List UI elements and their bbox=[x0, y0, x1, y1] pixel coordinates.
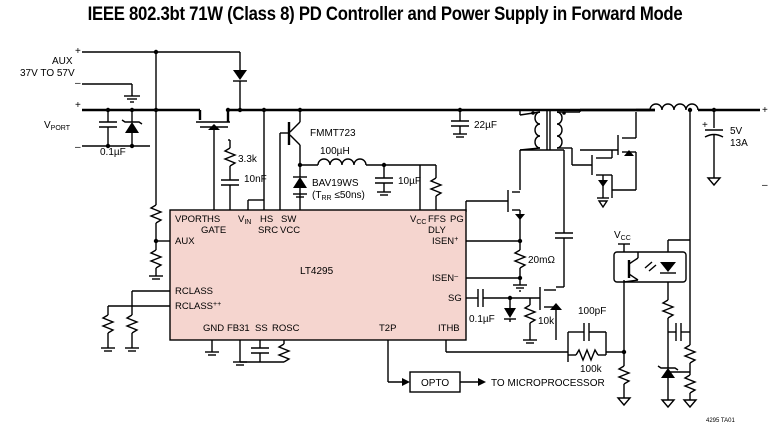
l-100uh-label: 100µH bbox=[320, 146, 350, 157]
aux-plus: + bbox=[75, 46, 81, 57]
primary-switch: 20mΩ bbox=[465, 149, 573, 292]
vport-plus: + bbox=[75, 100, 81, 111]
opto-led-icon bbox=[660, 262, 676, 272]
pin-hs-src-1: HS bbox=[260, 214, 273, 225]
pin-sw: SW bbox=[281, 214, 296, 225]
pin-rclass-pp: RCLASS++ bbox=[175, 301, 221, 312]
sync-rectifiers bbox=[571, 108, 655, 209]
shunt-ref-icon bbox=[661, 368, 675, 378]
aux-input: AUX 37V TO 57V + – bbox=[20, 46, 247, 110]
out-13a-label: 13A bbox=[730, 138, 748, 149]
output-stage: + + 5V 13A – bbox=[636, 103, 768, 300]
diagram-title: IEEE 802.3bt 71W (Class 8) PD Controller… bbox=[87, 4, 683, 25]
bav-label: BAV19WS bbox=[312, 178, 359, 189]
bottom-pin-network bbox=[205, 340, 447, 386]
aux-label: AUX bbox=[52, 56, 73, 67]
pin-aux: AUX bbox=[175, 236, 195, 247]
hotswap-mosfet bbox=[196, 107, 231, 210]
pin-t2p: T2P bbox=[379, 323, 396, 334]
pin-ffs: FFS bbox=[428, 214, 446, 225]
out-plus: + bbox=[762, 105, 768, 116]
out-minus: – bbox=[762, 180, 768, 191]
c-22uf: 22µF bbox=[451, 110, 497, 138]
pin-vport: VPORT bbox=[175, 214, 208, 225]
pin-ss: SS bbox=[255, 323, 268, 334]
fmmt-label: FMMT723 bbox=[310, 128, 356, 139]
c-10nf-label: 10nF bbox=[244, 174, 267, 185]
c-10uf-label: 10µF bbox=[398, 176, 421, 187]
c-22uf-label: 22µF bbox=[474, 120, 497, 131]
c-01uf-b-label: 0.1µF bbox=[469, 314, 495, 325]
pin-hs-src-2: SRC bbox=[258, 225, 278, 236]
pin-vin: VIN bbox=[238, 214, 251, 226]
pin-vcc: VCC bbox=[280, 225, 300, 236]
vport-minus: – bbox=[75, 142, 81, 153]
vport-label: VPORT bbox=[44, 120, 71, 132]
pin-ithb: ITHB bbox=[438, 323, 460, 334]
fmmt723-transistor: FMMT723 bbox=[279, 110, 356, 210]
r-100k-label: 100k bbox=[580, 364, 603, 375]
pin-hs-gate-2: GATE bbox=[201, 225, 226, 236]
pin-dly: DLY bbox=[428, 225, 446, 236]
rclass-resistors bbox=[101, 290, 170, 352]
figure-ref: 4295 TA01 bbox=[706, 418, 735, 424]
ithb-compensation: 100pF 100k bbox=[446, 280, 632, 407]
pin-hs-gate-1: HS bbox=[207, 214, 220, 225]
pin-rclass: RCLASS bbox=[175, 286, 213, 297]
r-20m-label: 20mΩ bbox=[528, 255, 555, 266]
c-01uf-label: 0.1µF bbox=[100, 147, 126, 158]
pin-pg: PG bbox=[450, 214, 464, 225]
cap-plus: + bbox=[702, 120, 708, 131]
pin-rosc: ROSC bbox=[272, 323, 300, 334]
optocoupler: VCC bbox=[613, 230, 698, 409]
pin-isen-p: ISEN+ bbox=[432, 236, 458, 247]
pin-isen-n: ISEN– bbox=[432, 273, 458, 284]
aux-minus: – bbox=[75, 78, 81, 89]
pin-vcc-right: VCC bbox=[410, 214, 426, 226]
aux-divider bbox=[149, 204, 170, 280]
snubber-rc: 3.3k 10nF bbox=[221, 139, 267, 210]
opto-label: OPTO bbox=[421, 378, 449, 389]
r-10k-label: 10k bbox=[538, 316, 555, 327]
bav-diode-icon bbox=[293, 177, 307, 188]
trr-label: (TRR ≤50ns) bbox=[312, 190, 365, 202]
to-micro-label: TO MICROPROCESSOR bbox=[491, 378, 605, 389]
tvs-diode-icon bbox=[125, 122, 139, 133]
chip-name: LT4295 bbox=[300, 266, 334, 277]
r-33k-label: 3.3k bbox=[238, 154, 258, 165]
sg-drive: 0.1µF 10k bbox=[466, 286, 564, 344]
lt4295-chip bbox=[169, 209, 467, 341]
pin-gnd: GND bbox=[203, 323, 224, 334]
transformer bbox=[519, 110, 580, 185]
vcc-label: VCC bbox=[614, 230, 631, 242]
aux-range-label: 37V TO 57V bbox=[20, 68, 75, 79]
pin-sg: SG bbox=[448, 293, 462, 304]
c-100pf-label: 100pF bbox=[578, 306, 606, 317]
vport-input: VPORT + – 0.1µF bbox=[44, 52, 200, 205]
opto-package bbox=[613, 251, 687, 283]
buck-inductor: 100µH BAV19WS (TRR ≤50ns) 10µF bbox=[293, 146, 443, 210]
out-5v-label: 5V bbox=[730, 126, 743, 137]
pin-fb31: FB31 bbox=[227, 323, 250, 334]
aux-diode-icon bbox=[233, 70, 247, 80]
